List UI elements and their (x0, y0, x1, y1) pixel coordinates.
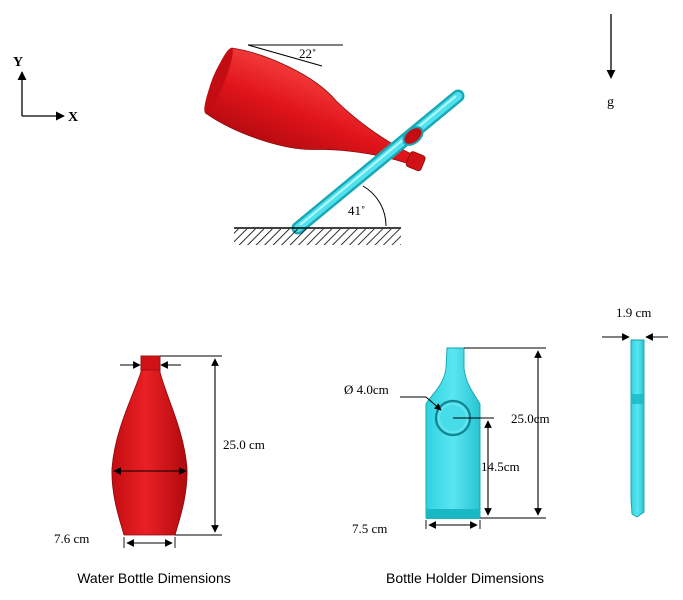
hole-height-label: 14.5cm (481, 459, 520, 474)
bottle-angle-label: 22˚ (299, 46, 316, 61)
y-axis-label: Y (13, 55, 23, 70)
holder-height-label: 25.0cm (511, 411, 550, 426)
gravity-label: g (607, 95, 614, 110)
x-axis-label: X (68, 110, 78, 125)
assembly-view: 22˚ 41˚ (204, 44, 465, 245)
coordinate-axes: Y X (13, 55, 78, 125)
holder-rod (291, 89, 465, 235)
tilted-bottle (204, 47, 426, 172)
bottle-caption: Water Bottle Dimensions (77, 570, 231, 586)
holder-thickness-label: 1.9 cm (616, 305, 651, 320)
bottle-holder-drawing: Ø 4.0cm 25.0cm 14.5cm 7.5 cm (344, 347, 550, 536)
hole-diameter-label: Ø 4.0cm (344, 382, 389, 397)
bottle-height-label: 25.0 cm (223, 437, 265, 452)
gravity-indicator: g (606, 14, 616, 110)
holder-angle-label: 41˚ (348, 203, 365, 218)
holder-side-view: 1.9 cm (602, 305, 668, 518)
bottle-base-width-label: 7.6 cm (54, 531, 89, 546)
ground-hatch (234, 229, 401, 245)
holder-caption: Bottle Holder Dimensions (386, 570, 544, 586)
water-bottle-drawing: 25.0 cm 7.6 cm (54, 355, 265, 548)
holder-width-label: 7.5 cm (352, 521, 387, 536)
